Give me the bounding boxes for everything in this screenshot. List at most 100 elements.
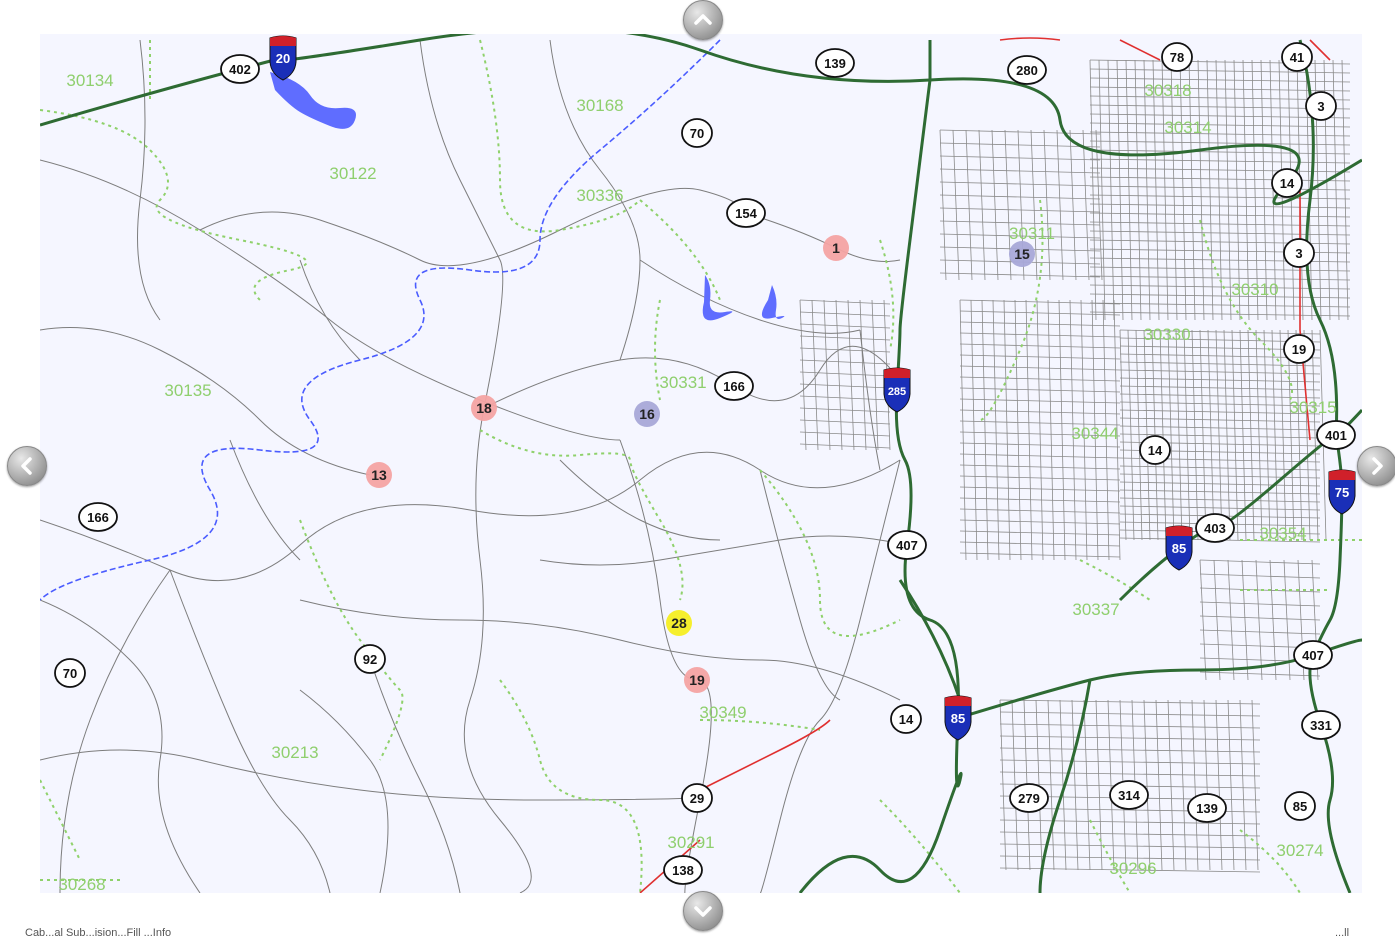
location-marker[interactable]: 16 <box>634 401 660 427</box>
svg-text:18: 18 <box>476 400 492 416</box>
pan-down-button[interactable] <box>683 891 723 931</box>
zip-label: 30213 <box>271 743 318 762</box>
zip-label: 30291 <box>667 833 714 852</box>
interstate-shield: 85 <box>1165 525 1193 571</box>
state-route-shield: 407 <box>887 530 927 560</box>
zip-label: 30311 <box>1009 224 1055 243</box>
svg-text:14: 14 <box>1280 176 1295 191</box>
state-route-shield: 78 <box>1161 42 1193 72</box>
zip-label: 30354 <box>1259 524 1306 543</box>
zip-label: 30296 <box>1109 859 1156 878</box>
svg-text:279: 279 <box>1018 791 1040 806</box>
svg-text:85: 85 <box>1172 541 1186 556</box>
map-canvas[interactable]: 3013430168301223033630318303143031130310… <box>40 34 1362 893</box>
location-marker[interactable]: 18 <box>471 395 497 421</box>
location-markers[interactable]: 1 15 18 16 13 28 19 <box>366 235 1035 693</box>
state-route-shield: 3 <box>1305 91 1337 121</box>
svg-text:20: 20 <box>276 51 290 66</box>
chevron-right-icon <box>1372 457 1383 475</box>
state-route-shield: 403 <box>1195 513 1235 543</box>
svg-text:407: 407 <box>896 538 918 553</box>
location-marker[interactable]: 15 <box>1009 241 1035 267</box>
pan-right-button[interactable] <box>1357 446 1395 486</box>
zip-label: 30349 <box>699 703 746 722</box>
interstate-shield: 75 <box>1328 469 1356 515</box>
state-route-shield: 85 <box>1284 791 1316 821</box>
svg-text:402: 402 <box>229 62 251 77</box>
state-route-shield: 407 <box>1293 640 1333 670</box>
svg-text:139: 139 <box>824 56 846 71</box>
pond <box>761 285 785 319</box>
svg-text:19: 19 <box>689 672 705 688</box>
state-route-shield: 402 <box>220 54 260 84</box>
svg-text:41: 41 <box>1290 50 1304 65</box>
state-route-shield: 14 <box>1139 435 1171 465</box>
interstate-shield: 285 <box>883 367 911 413</box>
zip-label: 30315 <box>1289 398 1336 417</box>
interstate-shield: 85 <box>944 695 972 741</box>
svg-text:70: 70 <box>690 126 704 141</box>
state-route-shield: 41 <box>1281 42 1313 72</box>
footer-legend-text: Cab...al Sub...ision...Fill ...Info <box>25 927 172 939</box>
zip-label: 30134 <box>66 71 113 90</box>
state-route-shield: 331 <box>1301 710 1341 740</box>
svg-text:1: 1 <box>832 240 840 256</box>
svg-text:14: 14 <box>1148 443 1163 458</box>
urban-street-grid <box>799 59 1351 873</box>
location-marker[interactable]: 1 <box>823 235 849 261</box>
svg-text:314: 314 <box>1118 788 1140 803</box>
state-route-shield: 70 <box>54 658 86 688</box>
zip-label: 30318 <box>1144 81 1191 100</box>
state-route-shield: 92 <box>354 644 386 674</box>
pan-up-button[interactable] <box>683 0 723 40</box>
state-route-shield: 3 <box>1283 238 1315 268</box>
svg-text:166: 166 <box>87 510 109 525</box>
svg-text:166: 166 <box>723 379 745 394</box>
zip-label: 30344 <box>1071 424 1118 443</box>
zip-label: 30331 <box>659 373 706 392</box>
zip-label: 30135 <box>164 381 211 400</box>
svg-text:401: 401 <box>1325 428 1347 443</box>
zip-label: 30310 <box>1231 280 1278 299</box>
state-route-shield: 139 <box>815 48 855 78</box>
state-route-shield: 70 <box>681 118 713 148</box>
svg-text:403: 403 <box>1204 521 1226 536</box>
location-marker[interactable]: 13 <box>366 462 392 488</box>
svg-text:15: 15 <box>1014 246 1030 262</box>
zip-label: 30268 <box>58 875 105 893</box>
svg-text:75: 75 <box>1335 485 1349 500</box>
zip-label: 30337 <box>1072 600 1119 619</box>
svg-text:139: 139 <box>1196 801 1218 816</box>
svg-text:85: 85 <box>1293 799 1307 814</box>
state-route-shield: 14 <box>890 704 922 734</box>
svg-text:3: 3 <box>1295 246 1302 261</box>
state-route-shield: 14 <box>1271 168 1303 198</box>
state-route-shield: 280 <box>1007 55 1047 85</box>
svg-text:78: 78 <box>1170 50 1184 65</box>
svg-text:407: 407 <box>1302 648 1324 663</box>
zip-label: 30314 <box>1164 118 1211 137</box>
interstate-shields: 20 285 75 85 85 <box>269 35 1356 741</box>
zip-label: 30330 <box>1143 325 1190 344</box>
state-route-shield: 19 <box>1283 334 1315 364</box>
state-route-shield: 401 <box>1316 420 1356 450</box>
location-marker[interactable]: 19 <box>684 667 710 693</box>
zip-label: 30168 <box>576 96 623 115</box>
zip-label: 30274 <box>1276 841 1323 860</box>
location-marker[interactable]: 28 <box>666 610 692 636</box>
svg-text:138: 138 <box>672 863 694 878</box>
interstate-shield: 20 <box>269 35 297 81</box>
pan-left-button[interactable] <box>7 446 47 486</box>
state-route-shield: 166 <box>714 371 754 401</box>
svg-text:3: 3 <box>1317 99 1324 114</box>
chevron-left-icon <box>21 457 32 475</box>
svg-text:28: 28 <box>671 615 687 631</box>
svg-text:14: 14 <box>899 712 914 727</box>
zip-code-labels: 3013430168301223033630318303143031130310… <box>58 71 1336 893</box>
state-route-shield: 29 <box>681 783 713 813</box>
svg-text:285: 285 <box>888 386 906 398</box>
svg-text:280: 280 <box>1016 63 1038 78</box>
state-route-shield: 154 <box>726 198 766 228</box>
svg-text:331: 331 <box>1310 718 1332 733</box>
